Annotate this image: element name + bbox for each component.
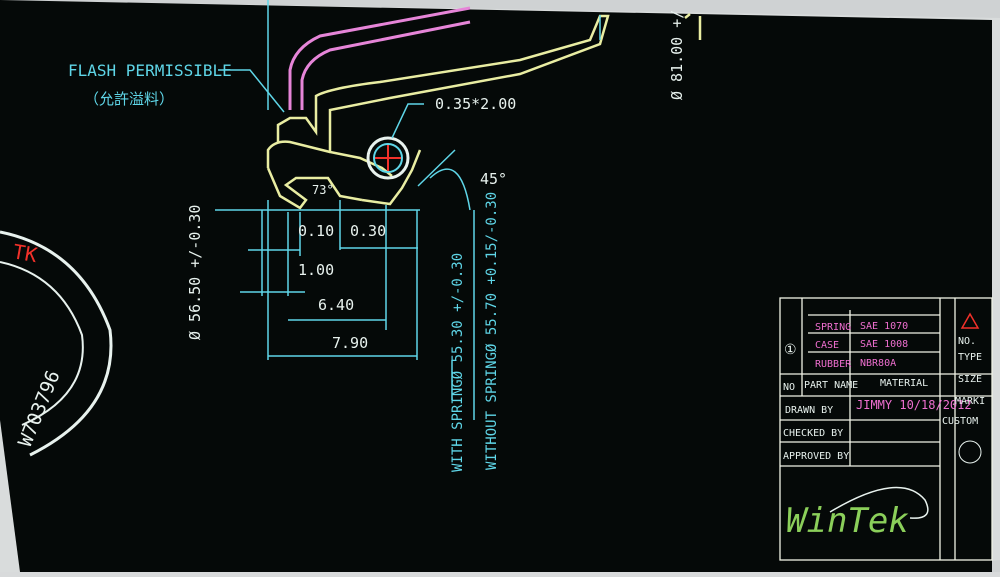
right-marking: MARKI xyxy=(955,396,985,407)
bom-material-0: SAE 1070 xyxy=(860,321,908,332)
drawn-value: JIMMY 10/18/2012 xyxy=(856,398,972,412)
bom-part-1: CASE xyxy=(815,340,839,351)
bom-part-2: RUBBER xyxy=(815,359,852,370)
dim-7.90: 7.90 xyxy=(332,334,368,352)
logo-swoosh-icon xyxy=(829,486,929,519)
dimension-texts: 0.10 0.30 1.00 6.40 7.90 73° 45° Ø 56.50… xyxy=(186,10,686,472)
spring-outline xyxy=(288,6,471,110)
right-type: TYPE xyxy=(958,352,982,363)
warning-icon xyxy=(960,312,980,329)
projection-symbol-icon xyxy=(958,440,982,464)
dim-6.40: 6.40 xyxy=(318,296,354,314)
drawn-label: DRAWN BY xyxy=(785,405,833,416)
bom-part-0: SPRING xyxy=(815,322,851,333)
approved-label: APPROVED BY xyxy=(783,451,849,462)
header-no: NO xyxy=(783,382,795,393)
dia-56.50: Ø 56.50 +/-0.30 xyxy=(186,205,204,340)
hole-callout-text: 0.35*2.00 xyxy=(435,95,516,113)
right-size: SIZE xyxy=(958,374,982,385)
dimension-lines xyxy=(215,0,601,420)
flash-label-cjk: （允許溢料） xyxy=(84,90,174,108)
flash-label: FLASH PERMISSIBLE xyxy=(68,61,232,80)
angle-45: 45° xyxy=(480,170,507,188)
header-material: MATERIAL xyxy=(880,378,928,389)
right-no: NO. xyxy=(958,336,976,347)
dim-1.00: 1.00 xyxy=(298,261,334,279)
wintek-logo: WinTek xyxy=(786,501,909,541)
dia-55.30: WITH SPRINGØ 55.30 +/-0.30 xyxy=(450,253,466,472)
dim-0.30: 0.30 xyxy=(350,222,386,240)
title-block xyxy=(779,297,993,561)
right-custom: CUSTOM xyxy=(942,416,978,427)
ring-text-top: TK xyxy=(11,239,39,267)
dia-55.70: WITHOUT SPRINGØ 55.70 +0.15/-0.30 xyxy=(484,192,500,470)
flash-callout: FLASH PERMISSIBLE （允許溢料） xyxy=(68,61,285,113)
header-part-name: PART NAME xyxy=(804,380,858,391)
checked-label: CHECKED BY xyxy=(783,428,843,439)
angle-73: 73° xyxy=(312,183,334,197)
case-profile xyxy=(266,13,702,210)
row-number: ① xyxy=(784,342,797,358)
bom-material-2: NBR80A xyxy=(860,358,896,369)
hole-callout: 0.35*2.00 xyxy=(366,95,516,180)
dia-81.00: Ø 81.00 +/ xyxy=(668,10,686,100)
title-block-texts: ① SPRING SAE 1070 CASE SAE 1008 RUBBER N… xyxy=(783,312,985,541)
dim-0.10: 0.10 xyxy=(298,222,334,240)
bom-material-1: SAE 1008 xyxy=(860,339,908,350)
